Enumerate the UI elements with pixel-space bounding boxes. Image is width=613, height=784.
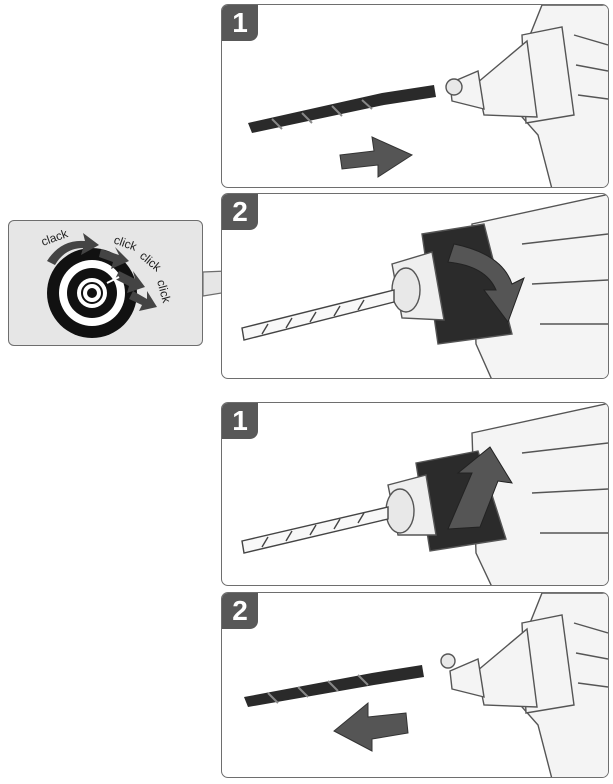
- rotate-arrow-icon: [447, 446, 513, 530]
- chuck-click-inset: clack click click click: [8, 220, 203, 346]
- step-badge: 1: [222, 403, 258, 439]
- drill-bit: [241, 506, 389, 554]
- step-badge: 2: [222, 593, 258, 629]
- click-arrow-icon: [99, 247, 129, 269]
- step-badge: 2: [222, 194, 258, 230]
- click-label: click: [112, 233, 140, 254]
- click-arrow-icon: [129, 291, 157, 311]
- click-arrow-icon: [115, 271, 145, 293]
- step-panel-loosen-chuck: 1: [221, 402, 609, 586]
- drill-illustration: [440, 593, 608, 777]
- step-panel-insert-bit: 1: [221, 4, 609, 188]
- step-panel-remove-bit: 2: [221, 592, 609, 778]
- drill-illustration: [385, 403, 608, 585]
- step-badge: 1: [222, 5, 258, 41]
- rotate-arrow-icon: [447, 243, 525, 324]
- click-label: click: [137, 249, 165, 275]
- rotate-arrow-icon: [47, 233, 99, 265]
- click-label: click: [154, 278, 174, 305]
- drill-illustration: [445, 5, 608, 187]
- drill-bit: [241, 289, 395, 341]
- drill-bit: [248, 85, 436, 133]
- insert-arrow-icon: [339, 136, 414, 178]
- drill-bit: [244, 665, 424, 707]
- drill-illustration: [391, 194, 608, 378]
- remove-arrow-icon: [333, 701, 409, 752]
- step-panel-tighten-chuck: 2: [221, 193, 609, 379]
